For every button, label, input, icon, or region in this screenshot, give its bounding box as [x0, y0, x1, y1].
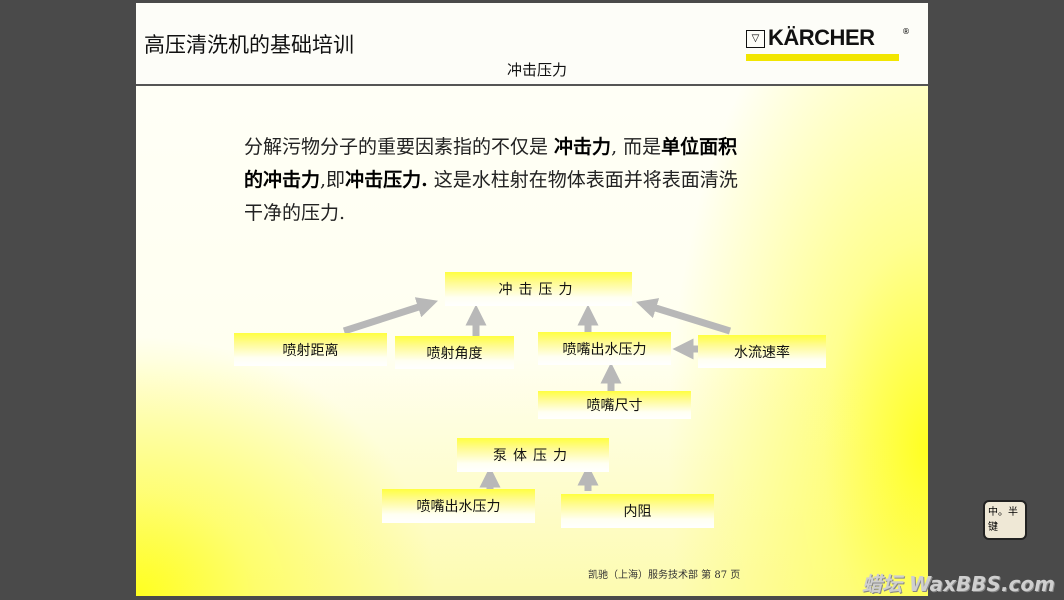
slide-subtitle: 冲击压力: [506, 61, 567, 79]
logo-bar: [746, 54, 899, 61]
text: 这是水柱射在物体表面并将表面清洗干净的压力.: [244, 169, 738, 224]
bold-text: 冲击压力.: [345, 169, 428, 191]
logo-text: KÄRCHER: [768, 25, 875, 50]
registered-icon: ®: [902, 27, 910, 36]
slide-header: 高压清洗机的基础培训 冲击压力 ▽ KÄRCHER ®: [136, 3, 928, 86]
bold-text: 冲击力: [554, 136, 612, 158]
bold-text: 单位面积的冲击力: [244, 136, 738, 191]
karcher-emblem-icon: ▽: [746, 30, 765, 48]
slide-title: 高压清洗机的基础培训: [144, 33, 354, 57]
box-spray-angle: 喷射角度: [395, 336, 514, 369]
text: , 而是: [611, 136, 662, 158]
karcher-logo: ▽ KÄRCHER ®: [744, 25, 910, 63]
box-spray-distance: 喷射距离: [234, 333, 387, 366]
intro-paragraph: 分解污物分子的重要因素指的不仅是 冲击力, 而是单位面积的冲击力,即冲击压力. …: [244, 131, 744, 230]
box-nozzle-pressure: 喷嘴出水压力: [538, 332, 671, 365]
box-internal-resistance: 内阻: [561, 494, 714, 528]
box-nozzle-size: 喷嘴尺寸: [538, 391, 691, 419]
box-impact-pressure: 冲击压力: [445, 272, 632, 306]
diagram-arrows: [342, 297, 732, 492]
watermark: 蜡坛 WaxBBS.com: [862, 572, 1055, 596]
text: 分解污物分子的重要因素指的不仅是: [244, 136, 555, 158]
arrow: [342, 297, 438, 335]
box-flow-rate: 水流速率: [698, 335, 826, 368]
box-nozzle-pressure-2: 喷嘴出水压力: [382, 489, 535, 523]
sticker-image: 中。半键: [983, 500, 1027, 540]
slide-footer: 凯驰（上海）服务技术部 第 87 页: [588, 570, 741, 581]
slide: 高压清洗机的基础培训 冲击压力 ▽ KÄRCHER ® 分解污物分子的重要因素指…: [136, 3, 928, 596]
box-pump-pressure: 泵体压力: [457, 438, 609, 472]
text: ,即: [320, 169, 346, 191]
arrow: [635, 298, 732, 335]
